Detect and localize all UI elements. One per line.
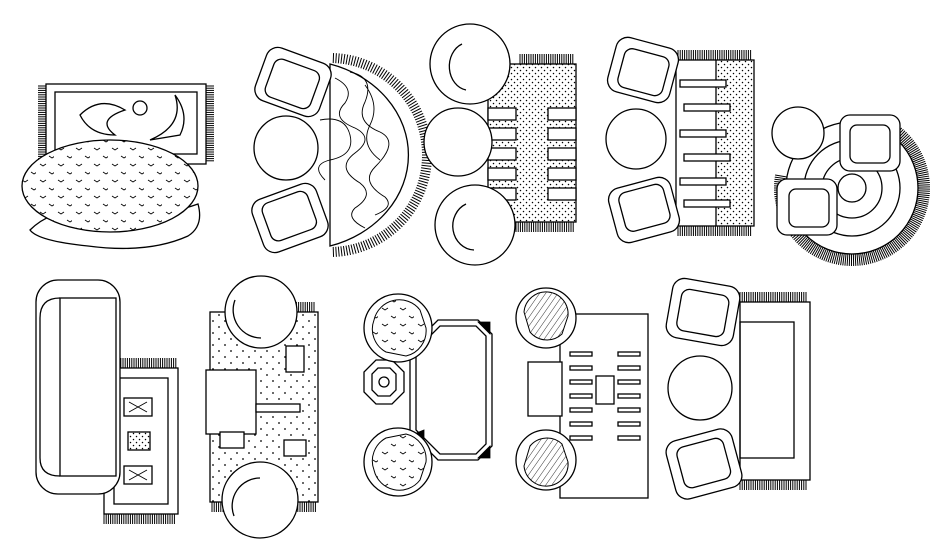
round-rug-with-armchairs bbox=[771, 106, 930, 267]
side-cabinet-top bbox=[285, 345, 305, 373]
coffee-table-inner bbox=[415, 325, 487, 455]
sofa-back bbox=[39, 297, 61, 477]
round-chair-bottom bbox=[221, 461, 299, 539]
octagon-table-with-patterned-chairs bbox=[363, 293, 493, 497]
long-sofa-with-table-rug bbox=[35, 279, 179, 524]
rug-motif-curve bbox=[149, 94, 185, 141]
rug-stripes bbox=[569, 351, 641, 441]
armchair-bottom bbox=[665, 428, 743, 500]
round-side-table bbox=[605, 108, 667, 170]
armchair-bottom bbox=[251, 182, 329, 254]
tub-chair-top-seat bbox=[448, 43, 467, 91]
rug-ring-inner bbox=[837, 173, 867, 203]
rug-fringe bbox=[332, 53, 432, 257]
octagon-side-table bbox=[363, 359, 405, 405]
side-cabinet-bottom bbox=[283, 439, 307, 457]
tub-chair-bottom-seat bbox=[452, 203, 475, 251]
round-table bbox=[423, 107, 493, 177]
round-side-table bbox=[771, 106, 825, 160]
keyboard-tray bbox=[255, 403, 301, 413]
sofa-seat bbox=[59, 297, 117, 477]
side-table bbox=[527, 361, 563, 417]
patterned-chair-top bbox=[363, 293, 433, 363]
rug-motif-dot bbox=[132, 100, 148, 116]
lamp-top bbox=[128, 401, 148, 413]
rug bbox=[739, 301, 811, 481]
desk-set-with-round-chairs bbox=[205, 275, 319, 539]
rug-fringe bbox=[515, 54, 574, 232]
hatched-chair-top bbox=[515, 287, 577, 349]
round-chair-bottom-seat bbox=[231, 477, 261, 517]
armchair-top bbox=[665, 277, 741, 347]
sofa-upholstery bbox=[22, 140, 198, 232]
framed-rug-with-armchairs bbox=[665, 277, 811, 500]
armchair-bottom bbox=[607, 176, 681, 244]
desk-drawer bbox=[219, 431, 245, 449]
square-table-with-hatched-chairs bbox=[515, 287, 649, 499]
round-side-table bbox=[253, 115, 319, 181]
round-side-table bbox=[667, 355, 733, 421]
rug-fringe bbox=[103, 358, 177, 524]
half-round-rug bbox=[329, 63, 409, 247]
armchair-top bbox=[254, 46, 332, 118]
round-chair-top bbox=[224, 275, 298, 349]
center-piece bbox=[595, 375, 615, 405]
rug-inner-frame bbox=[739, 321, 795, 459]
striped-rug-with-round-chairs bbox=[423, 23, 577, 266]
side-table-center bbox=[378, 376, 390, 388]
desk bbox=[205, 369, 257, 435]
rug-motif bbox=[79, 103, 127, 136]
center-table-texture bbox=[128, 432, 150, 450]
tub-chair-top bbox=[429, 23, 511, 105]
armchair-left bbox=[776, 178, 838, 236]
armchair-top bbox=[606, 36, 680, 104]
rug-bars bbox=[679, 79, 731, 208]
lamp-bottom bbox=[128, 469, 148, 481]
armchair-right bbox=[839, 114, 901, 172]
rug-fringe bbox=[677, 50, 752, 236]
patterned-chair-bottom bbox=[363, 427, 433, 497]
swirl-pattern bbox=[318, 71, 390, 229]
round-chair-top-seat bbox=[232, 299, 262, 339]
hatched-chair-bottom bbox=[515, 429, 577, 491]
rug-dotted-band bbox=[716, 60, 754, 226]
swirl-rug-with-two-armchairs bbox=[251, 46, 432, 257]
runner-rug-with-armchairs bbox=[605, 36, 755, 244]
tub-chair-bottom bbox=[434, 184, 516, 266]
oval-sofa-with-abstract-rug bbox=[21, 83, 214, 250]
octagon-side-table-inner bbox=[371, 367, 397, 397]
rug-fringe bbox=[739, 292, 807, 490]
rug-fringe bbox=[38, 85, 214, 162]
